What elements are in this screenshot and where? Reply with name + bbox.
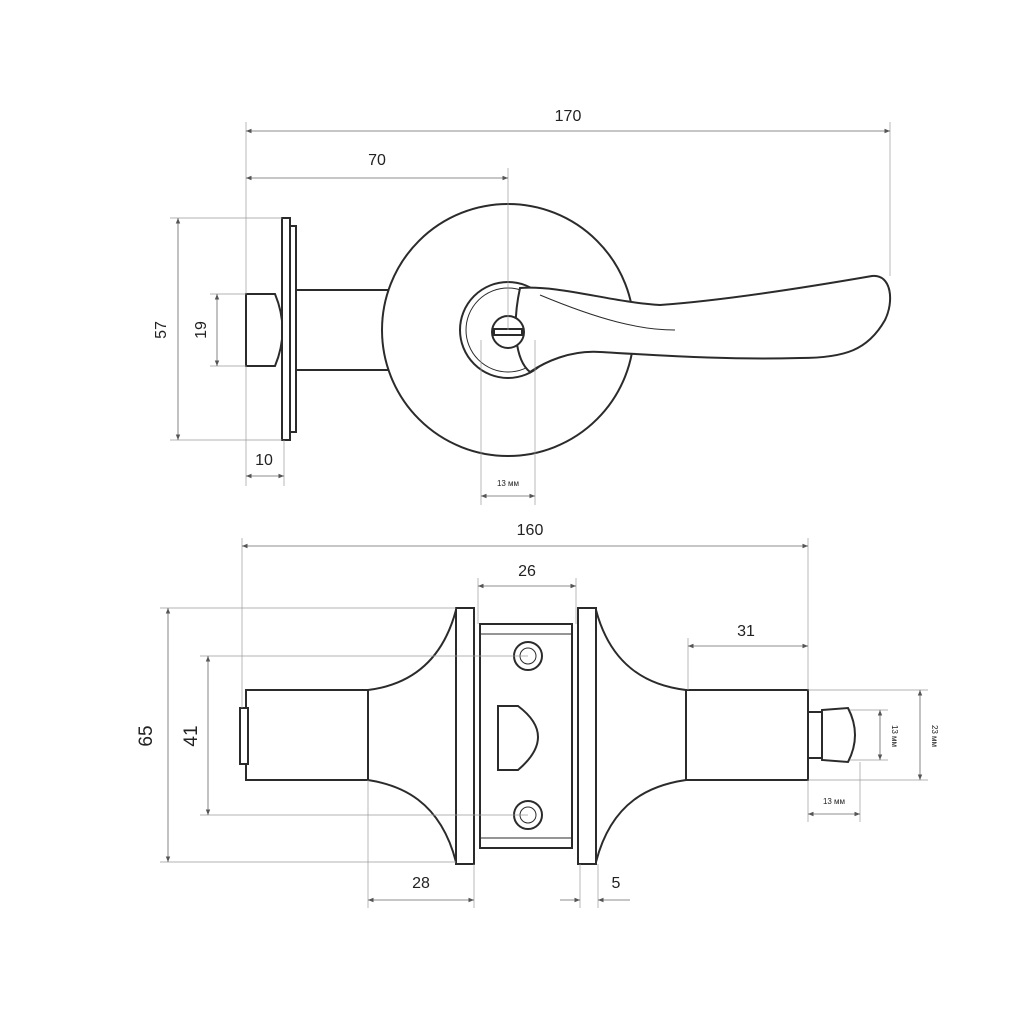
thumbturn: [821, 706, 856, 764]
right-neck: [595, 609, 687, 863]
dim-inner-height: 41: [181, 725, 202, 746]
dim-backset: 70: [368, 152, 386, 169]
dim-thumbturn-height: 13 мм: [890, 725, 899, 747]
right-spindle: [685, 689, 809, 781]
left-neck: [367, 609, 457, 863]
left-spindle: [245, 689, 369, 781]
right-rose-plate: [577, 607, 597, 865]
lock-body-view: [239, 607, 856, 865]
dim-overall-length: 170: [555, 108, 582, 125]
dim-spindle-length: 31: [737, 623, 755, 640]
faceplate: [281, 217, 291, 441]
dim-thumbturn-overall: 23 мм: [930, 725, 939, 747]
dim-housing-width: 26: [518, 563, 536, 580]
dim-thumbturn-length: 13 мм: [823, 797, 845, 806]
lever-side-view: [245, 203, 892, 457]
bottom-dimensions: 160 26 31 65 41 28 5 13 мм: [136, 522, 939, 908]
left-rose-plate: [455, 607, 475, 865]
dim-rose-height: 57: [153, 321, 170, 339]
dim-body-height: 65: [136, 725, 157, 746]
dim-latch-projection: 10: [255, 452, 273, 469]
dim-plate-thickness: 5: [612, 875, 621, 892]
dim-cylinder-width: 13 мм: [497, 479, 519, 488]
dim-latch-height: 19: [193, 321, 210, 339]
dim-body-length: 160: [517, 522, 544, 539]
top-dimensions: 170 70 57 19 10 13 мм: [153, 108, 891, 505]
latch-opening: [497, 705, 539, 771]
dim-neck-length: 28: [412, 875, 430, 892]
latch-bolt-face: [245, 293, 284, 367]
lever-handle: [514, 274, 892, 374]
